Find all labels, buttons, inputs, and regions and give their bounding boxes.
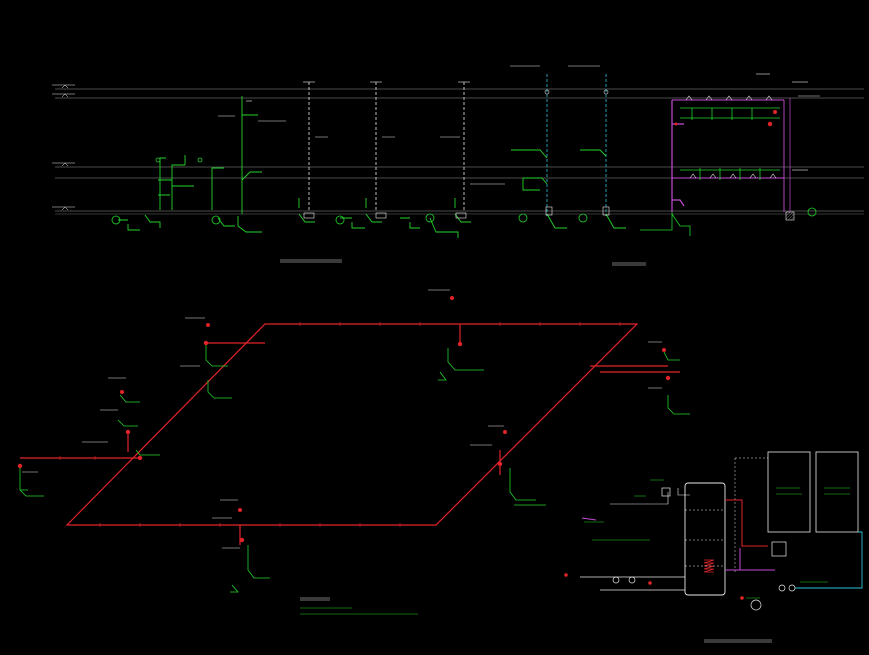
return-pipe	[725, 548, 775, 571]
solar-system-diagram	[564, 451, 863, 643]
design-notes	[300, 607, 418, 615]
valve-marks	[246, 81, 610, 219]
cold-inlet-pipe	[580, 576, 685, 591]
riser-title-underline	[280, 259, 646, 266]
collector-text-lines	[776, 487, 850, 495]
solar-collectors	[767, 451, 859, 533]
system-title-underline	[704, 639, 772, 643]
riser-labels	[218, 65, 600, 185]
iso-title-underline	[300, 597, 330, 601]
riser-lines	[308, 82, 465, 212]
fixture-symbols	[111, 157, 588, 225]
tank-dashed-lines	[685, 457, 768, 572]
hot-outlet-pipe	[581, 517, 597, 521]
riser-elevation-diagram	[52, 65, 864, 266]
solar-riser-lines	[546, 74, 607, 216]
level-markers	[52, 84, 75, 211]
storage-tank	[684, 482, 726, 596]
floor-level-lines	[55, 88, 864, 215]
collector-supply-pipe	[725, 499, 768, 547]
system-labels	[584, 479, 828, 599]
fixture-label-lines	[22, 289, 662, 549]
hot-water-main-loop	[20, 323, 680, 545]
system-pumps	[612, 487, 796, 611]
fixture-branches	[19, 345, 690, 593]
collector-return-pipe	[795, 531, 863, 589]
vent-pipe	[610, 492, 669, 505]
system-valves	[564, 573, 744, 600]
solar-riser-diagram	[640, 73, 820, 236]
pipe-ticks	[59, 322, 621, 527]
fixture-nodes	[17, 296, 671, 543]
isometric-piping-diagram	[17, 289, 690, 615]
